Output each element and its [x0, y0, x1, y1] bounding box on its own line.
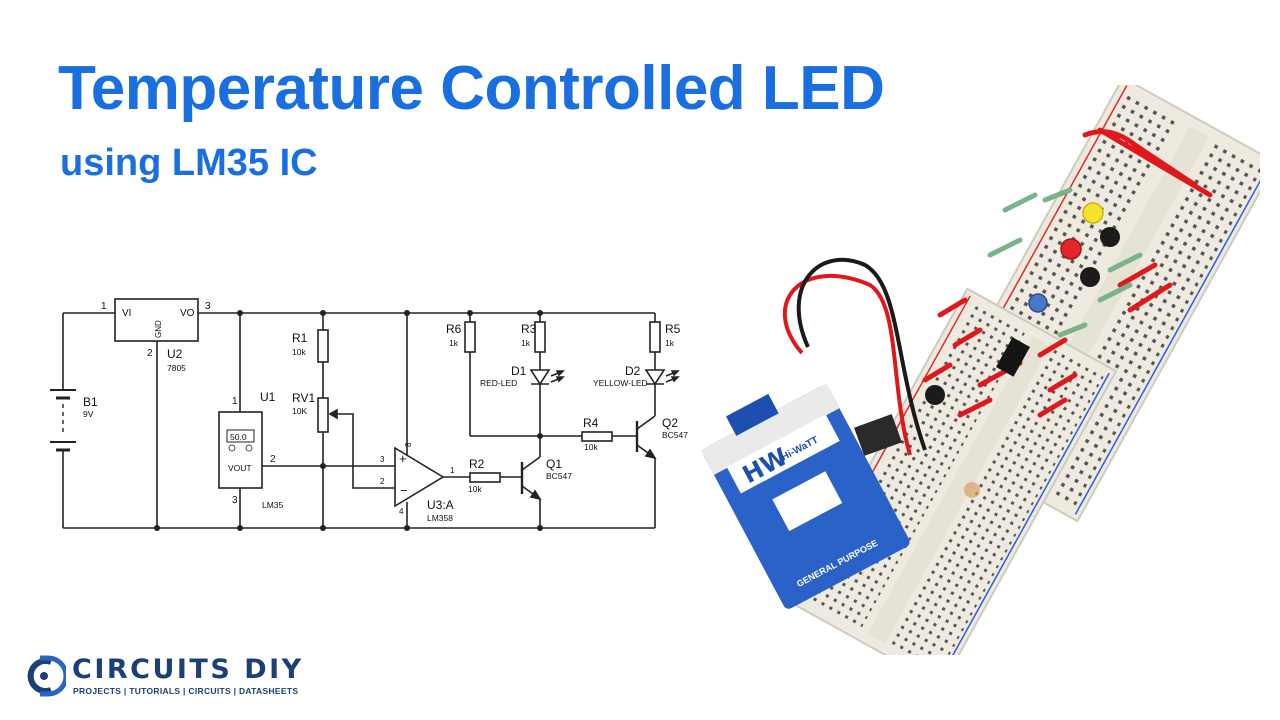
- r2-value: 10k: [468, 484, 482, 494]
- r6-value: 1k: [449, 338, 459, 348]
- r3-ref: R3: [521, 322, 537, 336]
- u2-pin3-num: 3: [205, 301, 211, 312]
- cd-monogram-icon: [27, 655, 66, 697]
- b1-ref: B1: [83, 395, 98, 409]
- logo-brand-text: CIRCUITS DIY: [72, 654, 304, 685]
- u1-part: LM35: [262, 500, 284, 510]
- r1-ref: R1: [292, 331, 308, 345]
- u2-pin2-num: 2: [147, 348, 153, 359]
- b1-value: 9V: [83, 409, 94, 419]
- u1-pin2-num: 2: [270, 454, 276, 465]
- u3-pin3-num: 3: [380, 455, 385, 464]
- u3-part: LM358: [427, 513, 453, 523]
- rv1-value: 10K: [292, 406, 307, 416]
- d2-ref: D2: [625, 364, 641, 378]
- page-title: Temperature Controlled LED: [58, 54, 885, 123]
- page-subtitle: using LM35 IC: [60, 142, 318, 184]
- u1-display: 50.0: [230, 432, 247, 442]
- u3-pin2-num: 2: [380, 477, 385, 486]
- r1-value: 10k: [292, 347, 306, 357]
- r4-value: 10k: [584, 442, 598, 452]
- q1-ref: Q1: [546, 457, 562, 471]
- u2-pin1-num: 1: [101, 301, 107, 312]
- r5-value: 1k: [665, 338, 675, 348]
- r4-ref: R4: [583, 416, 599, 430]
- r5-ref: R5: [665, 322, 681, 336]
- circuits-diy-logo[interactable]: CIRCUITS DIY PROJECTS | TUTORIALS | CIRC…: [20, 650, 320, 702]
- r6-ref: R6: [446, 322, 462, 336]
- breadboard-photo: HW Hi-WaTT GENERAL PURPOSE: [700, 85, 1260, 655]
- yellow-led-icon: [1082, 202, 1104, 224]
- u1-vout: VOUT: [228, 463, 252, 473]
- d1-type: RED-LED: [480, 378, 517, 388]
- rv1-ref: RV1: [292, 391, 315, 405]
- r3-value: 1k: [521, 338, 531, 348]
- u2-pin-vi: VI: [122, 308, 131, 319]
- circuit-schematic: VI VO 1 3 2 GND U2 7805 B1 9V U1 1 2 3 5…: [50, 298, 688, 531]
- u3-pin4-num: 4: [399, 507, 404, 516]
- q1-part: BC547: [546, 471, 572, 481]
- d1-ref: D1: [511, 364, 527, 378]
- u3-pin1-num: 1: [450, 466, 455, 475]
- u2-pin-gnd: GND: [154, 320, 163, 338]
- u2-pin-vo: VO: [180, 308, 195, 319]
- u1-pin3-num: 3: [232, 495, 238, 506]
- u3-plus: +: [399, 451, 407, 466]
- u1-ref: U1: [260, 390, 276, 404]
- red-led-icon: [1060, 238, 1082, 260]
- u2-part: 7805: [167, 363, 186, 373]
- logo-tagline: PROJECTS | TUTORIALS | CIRCUITS | DATASH…: [73, 686, 299, 696]
- u1-pin1-num: 1: [232, 396, 238, 407]
- q2-ref: Q2: [662, 416, 678, 430]
- u2-ref: U2: [167, 347, 183, 361]
- d2-type: YELLOW-LED: [593, 378, 648, 388]
- q2-part: BC547: [662, 430, 688, 440]
- r2-ref: R2: [469, 457, 485, 471]
- u3-ref: U3:A: [427, 498, 454, 512]
- u3-minus: −: [400, 483, 408, 498]
- u3-pin8-num: 8: [404, 442, 413, 447]
